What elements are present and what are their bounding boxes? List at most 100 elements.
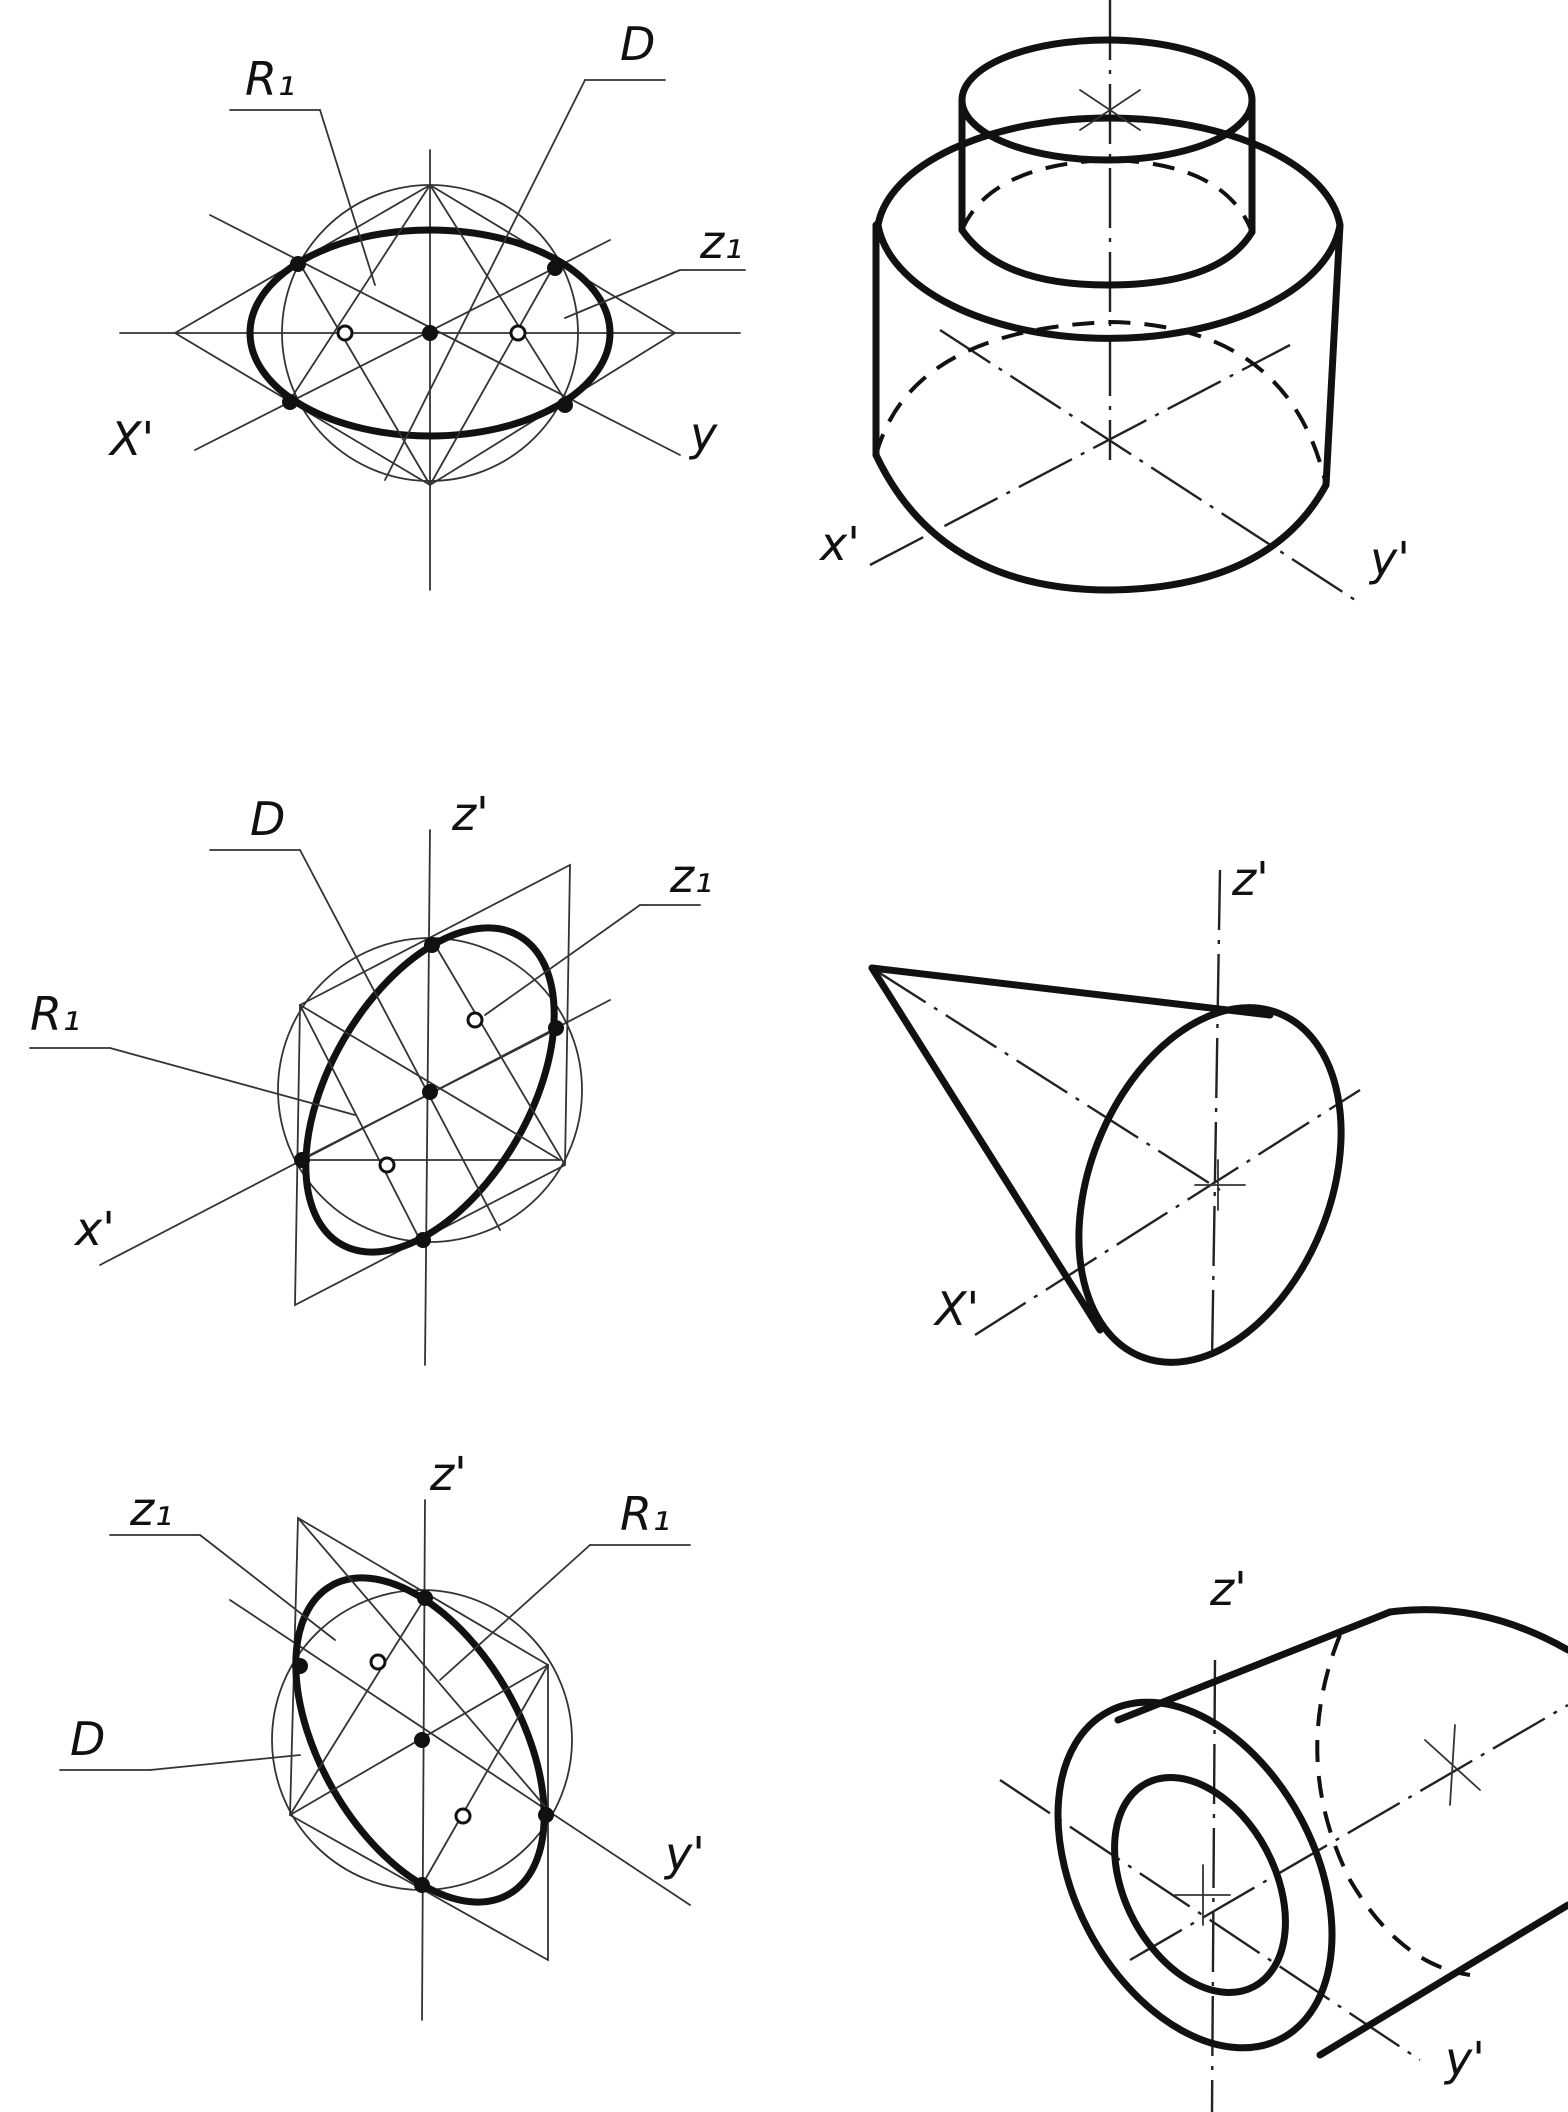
tangent-point-3 xyxy=(294,1152,310,1168)
radius-line-a xyxy=(299,263,431,486)
large-cylinder-top-ellipse xyxy=(874,221,1344,342)
label-z-prime: z' xyxy=(451,787,489,841)
label-r1: R₁ xyxy=(30,987,80,1041)
axis-x xyxy=(194,239,611,451)
center-point xyxy=(414,1732,430,1748)
back-hidden-ellipse xyxy=(1315,1634,1471,1977)
label-r1: R₁ xyxy=(245,52,295,106)
rhombus xyxy=(294,863,571,1307)
fig-stepped-cylinder: x' y' xyxy=(818,0,1410,602)
tangent-point-2 xyxy=(292,1658,308,1674)
axis-x-prime xyxy=(869,343,1291,567)
center-o2 xyxy=(378,1156,396,1174)
axis-y xyxy=(229,1599,691,1906)
label-d: D xyxy=(250,792,285,846)
label-z-prime: z' xyxy=(429,1447,467,1501)
cone-upper-edge xyxy=(868,964,1274,1019)
leader-r1-line xyxy=(439,1544,591,1681)
label-z1: z₁ xyxy=(129,1482,173,1536)
cylinder-axis xyxy=(1129,1703,1568,1962)
label-y: y xyxy=(688,407,718,461)
back-right-outline xyxy=(1386,1606,1568,1654)
cone-lower-edge xyxy=(868,964,1104,1334)
large-cylinder-bottom-front xyxy=(872,451,1330,594)
label-y-prime: y' xyxy=(663,1827,705,1881)
front-inner-ellipse xyxy=(1111,1774,1289,1996)
radius-line-c xyxy=(289,184,431,401)
leader-z1-line xyxy=(484,904,641,1016)
tangent-point-4 xyxy=(415,1232,431,1248)
center-cross-b xyxy=(1079,89,1141,131)
label-z-prime: z' xyxy=(1209,1562,1247,1616)
label-x: X' xyxy=(108,412,154,466)
fig-ellipse-horizontal: R₁ D z₁ X' y xyxy=(108,17,746,591)
large-cylinder-top-back xyxy=(874,114,1344,229)
leader-r1-line xyxy=(109,1047,356,1116)
axis-y-prime xyxy=(999,1779,1421,2061)
tangent-point-2 xyxy=(547,260,563,276)
rhombus xyxy=(289,1516,549,1962)
label-z1: z₁ xyxy=(699,215,743,269)
center-point xyxy=(422,325,438,341)
center-o1 xyxy=(466,1011,484,1029)
radius-line-c xyxy=(289,1597,426,1816)
radius-line-b xyxy=(299,1004,421,1241)
tangent-point-3 xyxy=(538,1807,554,1823)
tangent-point-3 xyxy=(282,394,298,410)
tangent-point-4 xyxy=(414,1877,430,1893)
fig-ellipse-profile: z₁ z' R₁ D y' xyxy=(59,1447,705,2021)
large-cylinder-right-side xyxy=(1322,221,1344,489)
axis-z-prime xyxy=(1210,1659,1217,2112)
upper-edge xyxy=(1114,1608,1394,1724)
front-outer-ellipse xyxy=(1054,1698,1336,2052)
tangent-point-1 xyxy=(290,256,306,272)
tangent-point-1 xyxy=(417,1590,433,1606)
label-x-prime: x' xyxy=(818,517,860,571)
center-o1 xyxy=(336,324,354,342)
leader-d-line xyxy=(384,79,586,481)
leader-d-line xyxy=(299,849,501,1231)
radius-line-b xyxy=(429,263,556,486)
axis-y-prime xyxy=(939,328,1356,602)
axis-y xyxy=(209,214,681,456)
axis-z-prime xyxy=(1210,869,1222,1361)
label-y-prime: y' xyxy=(1443,2032,1485,2086)
center-o2 xyxy=(454,1807,472,1825)
leader-d-line xyxy=(149,1754,301,1771)
axis-x-prime xyxy=(974,1088,1361,1337)
label-z-prime: z' xyxy=(1231,852,1269,906)
label-r1: R₁ xyxy=(620,1487,670,1541)
tangent-point-2 xyxy=(548,1020,564,1036)
cone-axis xyxy=(874,968,1221,1192)
leader-z1-line xyxy=(199,1534,336,1641)
center-point xyxy=(422,1084,438,1100)
large-cylinder-bottom-hidden xyxy=(874,319,1328,486)
small-cylinder-hidden xyxy=(960,157,1254,233)
center-o1 xyxy=(369,1653,387,1671)
radius-line-d xyxy=(421,1664,549,1886)
label-y-prime: y' xyxy=(1368,532,1410,586)
label-z1: z₁ xyxy=(669,849,713,903)
label-d: D xyxy=(70,1712,105,1766)
radius-line-a xyxy=(299,1004,561,1161)
fig-ellipse-frontal: D z' z₁ R₁ x' xyxy=(29,787,713,1366)
fig-hollow-cylinder: z' y' xyxy=(999,1562,1568,2112)
label-x-prime: X' xyxy=(933,1282,979,1336)
leader-z1-line xyxy=(564,269,681,319)
tangent-point-1 xyxy=(424,937,440,953)
small-cylinder-top xyxy=(958,36,1256,164)
radius-line-c xyxy=(434,944,566,1166)
label-d: D xyxy=(620,17,655,71)
isometric-ellipse xyxy=(246,226,614,440)
cone-base-ellipse xyxy=(1075,1004,1345,1366)
center-o2 xyxy=(509,324,527,342)
radius-line-d xyxy=(429,184,566,401)
small-cylinder-bottom xyxy=(958,226,1256,289)
tangent-point-4 xyxy=(557,397,573,413)
back-center-cross-b xyxy=(1449,1724,1456,1806)
lower-edge xyxy=(1316,1901,1568,2059)
radius-line-a xyxy=(297,1517,549,1811)
axis-z xyxy=(421,1499,426,2021)
leader-r1-arrow xyxy=(319,109,376,286)
